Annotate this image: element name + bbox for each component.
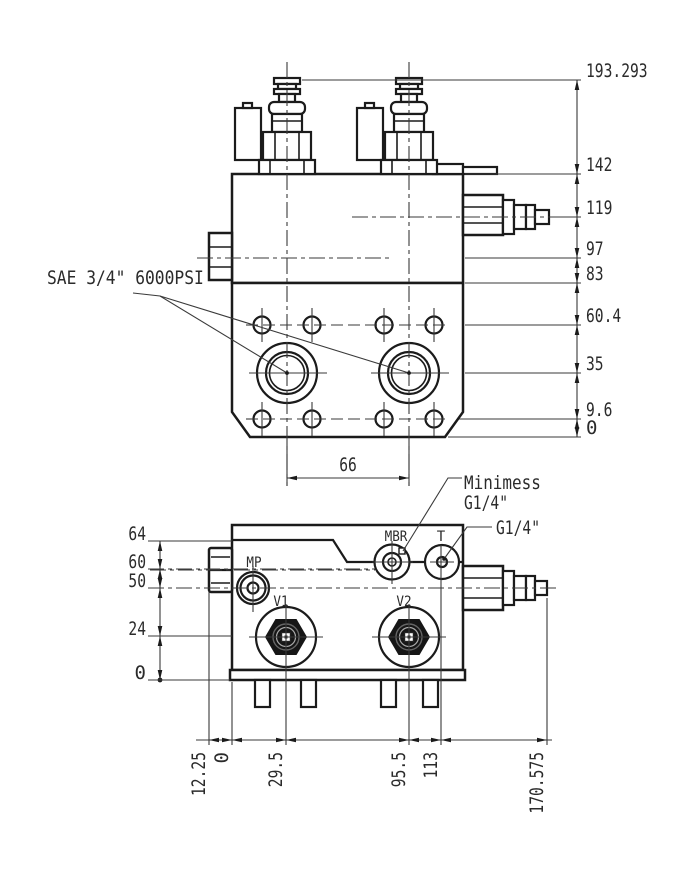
dim-label-right: 119: [586, 197, 612, 219]
t-thread-label: G1/4": [496, 517, 540, 539]
dim-label-left: 60: [128, 551, 146, 573]
dim-arrow: [574, 217, 580, 227]
v2-label: V2: [396, 594, 411, 610]
dim-arrow: [574, 427, 580, 437]
dim-label-bottom: 29.5: [265, 752, 287, 787]
dim-arrow: [157, 541, 163, 551]
relief-valve-cartridge-left: [233, 76, 317, 176]
dim-arrow: [574, 273, 580, 283]
dim-arrow: [287, 475, 297, 481]
dim-arrow: [157, 588, 163, 598]
minimess-thread-label: G1/4": [464, 492, 508, 514]
t-port: [423, 543, 461, 581]
top-pad-right: [461, 165, 499, 176]
dim-label-left: 0: [135, 662, 146, 684]
dim-arrow: [431, 737, 441, 743]
relief-valve-cartridge-right: [355, 76, 439, 176]
dim-arrow: [574, 248, 580, 258]
mp-label: MP: [246, 555, 261, 571]
dim-label-left: 50: [128, 570, 146, 592]
dim-arrow: [574, 409, 580, 419]
dim-arrow: [286, 737, 296, 743]
dim-arrow: [157, 670, 163, 680]
mbr-port: [372, 541, 413, 584]
dim-66: 66: [286, 442, 410, 486]
dim-label-bottom: 113: [420, 752, 442, 778]
dim-arrow: [157, 626, 163, 636]
valve-body-outline: [230, 172, 465, 285]
leader-terminator: [398, 547, 406, 555]
dim-arrow: [157, 578, 163, 588]
side-plug: [207, 231, 234, 282]
g14-leader: [442, 526, 492, 561]
side-view: SAE 3/4" 6000PSI 66: [47, 62, 560, 486]
dim-label-right: 35: [586, 353, 604, 375]
solenoid-block: [355, 106, 385, 162]
dim-label-right: 83: [586, 263, 604, 285]
dim-arrow: [409, 737, 419, 743]
dim-arrow: [209, 737, 219, 743]
dim-label-left: 24: [128, 618, 146, 640]
dim-arrow: [441, 737, 451, 743]
minimess-leader: [402, 477, 462, 552]
dim-label-right: 9.6: [586, 399, 612, 421]
mbr-label: MBR: [385, 529, 408, 545]
dim-label-right: 193.293: [586, 60, 648, 82]
dimension-chains: 193.293142119978360.4359.6064605024012.2…: [128, 60, 647, 814]
dim-arrow: [276, 737, 286, 743]
dim-label-right: 60.4: [586, 305, 621, 327]
dim-label-right: 0: [586, 417, 597, 439]
dim-arrow: [574, 80, 580, 90]
dim-arrow: [574, 174, 580, 184]
dim-arrow: [157, 569, 163, 579]
dim-arrow: [537, 737, 547, 743]
bolt-holes: [246, 308, 450, 436]
dim-arrow: [574, 315, 580, 325]
dim-label-bottom: 12.25: [188, 752, 210, 796]
dim-label-left: 64: [128, 523, 146, 545]
sae-leader: [132, 292, 411, 375]
dim-arrow: [574, 373, 580, 383]
dim-label-bottom: 0: [211, 752, 233, 763]
mounting-foot: [421, 678, 440, 709]
dim-arrow: [399, 737, 409, 743]
test-point-fitting: [461, 193, 551, 237]
mounting-foot: [379, 678, 398, 709]
solenoid-block: [233, 106, 263, 162]
dim-arrow: [222, 737, 232, 743]
dim-arrow: [574, 258, 580, 268]
minimess-label: Minimess: [464, 472, 541, 494]
dim-arrow: [574, 283, 580, 293]
dim-arrow: [399, 475, 409, 481]
front-view: Minimess G1/4" G1/4" MP V1 V2 MBR T: [148, 472, 560, 709]
v1-label: V1: [273, 594, 288, 610]
mounting-foot: [253, 678, 272, 709]
dim-label-bottom: 95.5: [388, 752, 410, 787]
dim-arrow: [157, 559, 163, 569]
dim-arrow: [574, 325, 580, 335]
dim-label-bottom: 170.575: [526, 752, 548, 814]
dim-66-label: 66: [339, 454, 357, 476]
dim-label-right: 142: [586, 154, 612, 176]
base-strip: [228, 668, 467, 682]
sae-note: SAE 3/4" 6000PSI: [47, 267, 204, 289]
dim-arrow: [157, 636, 163, 646]
dim-arrow: [232, 737, 242, 743]
dim-arrow: [574, 419, 580, 429]
dim-arrow: [574, 363, 580, 373]
dim-arrow: [574, 207, 580, 217]
t-label: T: [437, 529, 446, 545]
mounting-foot: [299, 678, 318, 709]
dim-label-right: 97: [586, 238, 604, 260]
dim-arrow: [574, 164, 580, 174]
